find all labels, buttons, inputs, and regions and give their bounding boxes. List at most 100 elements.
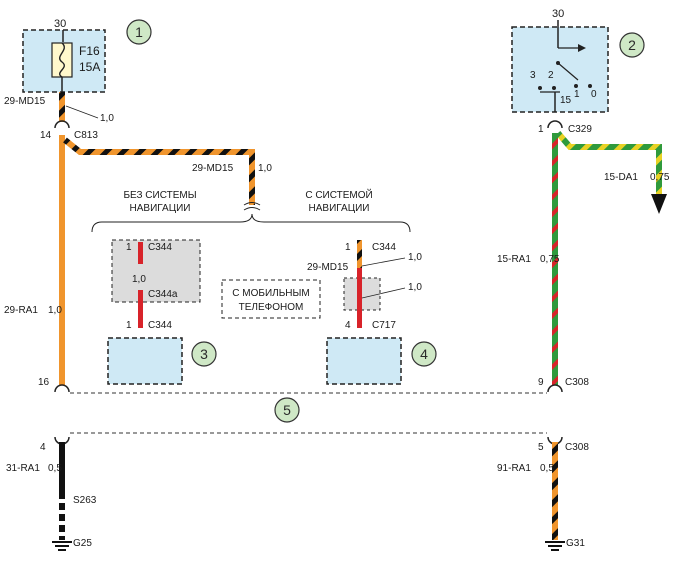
ign-contact-2 [552, 86, 556, 90]
ra1-31-label: 31-RA1 [6, 463, 40, 474]
ign-pin2: 2 [548, 70, 554, 81]
without-nav-label-1: БЕЗ СИСТЕМЫ [123, 190, 196, 201]
option-brace [91, 213, 411, 233]
da1-label: 15-DA1 [604, 172, 638, 183]
connector-c308-left-top [54, 384, 70, 393]
connector-c329 [547, 120, 563, 129]
ra1-91-label: 91-RA1 [497, 463, 531, 474]
c329-label: C329 [568, 124, 592, 135]
with-nav-label-1: С СИСТЕМОЙ [305, 188, 372, 201]
leader-md15-left [65, 105, 99, 119]
callout-5 [274, 397, 300, 423]
ra1-left-label: 29-RA1 [4, 305, 38, 316]
connector-c308-right-top [547, 384, 563, 393]
ra1-right-label: 15-RA1 [497, 254, 531, 265]
s263-label: S263 [73, 495, 97, 506]
md15-c717-size: 1,0 [408, 282, 422, 293]
ra1-31-size: 0,5 [48, 463, 62, 474]
ign-contact-3 [538, 86, 542, 90]
leader-c717-size [361, 287, 406, 299]
c308-low-left-pin: 4 [40, 442, 46, 453]
wire-c344-nav [357, 240, 362, 268]
c344a-label: C344a [148, 289, 178, 300]
callout-1 [126, 19, 152, 45]
fuse-link-icon [59, 42, 65, 78]
wire-da1 [555, 131, 662, 195]
g25-label: G25 [73, 538, 92, 549]
wire-ra1-left [59, 135, 65, 385]
c344-a-label: C344 [148, 242, 172, 253]
fuse-rating-label: 15A [79, 60, 100, 74]
wire-md15-fuse-out [59, 92, 65, 122]
c308-top-label: C308 [565, 377, 589, 388]
md15-c344-size: 1,0 [408, 252, 422, 263]
c344-a-pin: 1 [126, 242, 132, 253]
ignition-switch-box [511, 26, 609, 113]
wire-md15-branch [63, 137, 255, 205]
c344-b-pin: 1 [126, 320, 132, 331]
mobile-label-2: ТЕЛЕФОНОМ [239, 302, 304, 313]
fuse-element [51, 42, 73, 78]
ign-contact-1 [574, 84, 578, 88]
ign-pin3: 3 [530, 70, 536, 81]
md15-left-size: 1,0 [100, 113, 114, 124]
callout-2-label: 2 [628, 37, 636, 53]
wire-c344a-top [138, 242, 143, 264]
c344a-pin: 1,0 [132, 274, 146, 285]
ign-pin15: 15 [560, 95, 572, 106]
g31-label: G31 [566, 538, 585, 549]
module-box-3 [107, 337, 183, 385]
ra1-91-size: 0,5 [540, 463, 554, 474]
fuse-name-label: F16 [79, 44, 100, 58]
c329-pin: 1 [538, 124, 544, 135]
md15-mid-size: 1,0 [258, 163, 272, 174]
module-box-4 [326, 337, 402, 385]
c813-pin: 14 [40, 130, 52, 141]
ign-arrow-icon [578, 44, 586, 52]
wire-c344a-bottom [138, 290, 143, 328]
md15-mid-label: 29-MD15 [192, 163, 234, 174]
c344-c-pin: 1 [345, 242, 351, 253]
leader-md15-c344 [361, 257, 406, 267]
c717-label: C717 [372, 320, 396, 331]
c308-low-right-pin: 5 [538, 442, 544, 453]
callout-2 [619, 32, 645, 58]
ign-contact-0 [588, 84, 592, 88]
callout-3 [191, 341, 217, 367]
md15-c344-label: 29-MD15 [307, 262, 349, 273]
wire-break-icon [243, 202, 261, 211]
mobile-label-1: С МОБИЛЬНЫМ [232, 288, 309, 299]
ign-pin-top: 30 [552, 8, 564, 20]
callout-3-label: 3 [200, 346, 208, 362]
ra1-left-size: 1,0 [48, 305, 62, 316]
da1-size: 0,75 [650, 172, 670, 183]
c813-label: C813 [74, 130, 98, 141]
wire-c717-red [357, 268, 362, 328]
callout-4-label: 4 [420, 346, 428, 362]
callout-4 [411, 341, 437, 367]
ign-contact [557, 62, 579, 81]
fuse-pin-label: 30 [54, 18, 66, 30]
c344-c-label: C344 [372, 242, 396, 253]
connector-c813 [54, 120, 70, 129]
wire-ra1-right [552, 133, 558, 385]
c717-pin: 4 [345, 320, 351, 331]
down-arrow-icon [651, 194, 667, 214]
without-nav-label-2: НАВИГАЦИИ [130, 203, 191, 214]
ra1-right-size: 0,75 [540, 254, 560, 265]
c308-bottom-label: C308 [565, 442, 589, 453]
c344a-group-box [111, 239, 201, 303]
c344-b-label: C344 [148, 320, 172, 331]
ign-pin0: 0 [591, 89, 597, 100]
c308-mid-pin: 9 [538, 377, 544, 388]
callout-1-label: 1 [135, 24, 143, 40]
ign-pin1: 1 [574, 89, 580, 100]
mobile-phone-box [221, 279, 321, 319]
md15-left-label: 29-MD15 [4, 96, 46, 107]
wire-ra1-31 [59, 442, 65, 492]
with-nav-label-2: НАВИГАЦИИ [309, 203, 370, 214]
c308-left-pin: 16 [38, 377, 50, 388]
callout-5-label: 5 [283, 402, 291, 418]
